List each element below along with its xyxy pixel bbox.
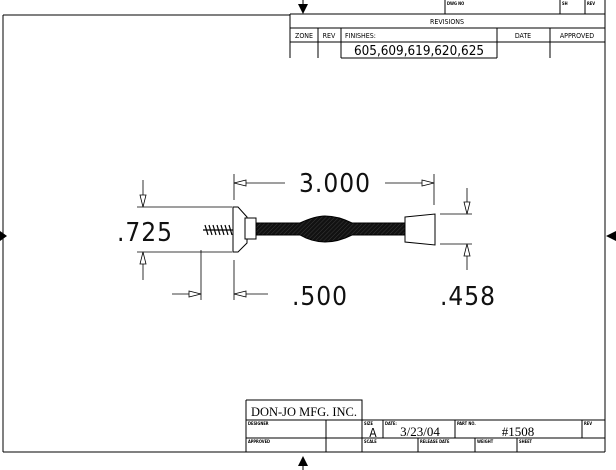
revisions-block bbox=[289, 0, 605, 59]
col-approved: APPROVED bbox=[560, 32, 594, 40]
part-no-value: #1508 bbox=[502, 424, 535, 439]
sheet-label: SH bbox=[562, 1, 568, 6]
designer-label: DESIGNER bbox=[248, 421, 269, 426]
dimension-arrows bbox=[139, 179, 471, 298]
size-label: SIZE bbox=[364, 421, 374, 426]
dimension-length: 3.000 bbox=[299, 169, 371, 199]
hex-collar bbox=[244, 217, 257, 240]
dimension-base-diameter: .725 bbox=[117, 218, 173, 248]
dwg-no-label: DWG NO bbox=[447, 1, 464, 6]
sheet-label-title: SHEET bbox=[519, 439, 533, 444]
company-name: DON-JO MFG. INC. bbox=[251, 404, 357, 419]
part-no-label: PART NO. bbox=[457, 421, 476, 426]
revisions-title: REVISIONS bbox=[430, 18, 464, 26]
rubber-tip bbox=[404, 213, 436, 246]
bottom-center-arrow-icon bbox=[298, 456, 308, 466]
door-stop-part bbox=[203, 206, 436, 253]
dimension-screw-length: .500 bbox=[292, 282, 348, 312]
scale-label: SCALE bbox=[364, 439, 377, 444]
spring-shaft bbox=[255, 215, 406, 243]
col-rev: REV bbox=[323, 32, 336, 40]
col-finishes: FINISHES: bbox=[345, 32, 376, 40]
size-value: A bbox=[369, 426, 377, 440]
base-flange bbox=[232, 206, 248, 253]
date-label: DATE: bbox=[385, 421, 397, 426]
finishes-value: 605,609,619,620,625 bbox=[354, 44, 484, 59]
sheet-border bbox=[2, 0, 606, 453]
screw bbox=[203, 224, 233, 236]
col-date: DATE bbox=[515, 32, 531, 40]
weight-label: WEIGHT bbox=[477, 439, 494, 444]
dimension-tip-diameter: .458 bbox=[440, 282, 496, 312]
right-center-arrow-icon bbox=[606, 231, 616, 241]
left-center-arrow-icon bbox=[0, 231, 7, 241]
release-date-label: RELEASE DATE bbox=[420, 439, 450, 444]
title-block bbox=[245, 399, 605, 452]
top-center-arrow-icon bbox=[298, 4, 308, 14]
approved-label: APPROVED bbox=[248, 439, 270, 444]
title-rev-label: REV bbox=[584, 421, 592, 426]
col-zone: ZONE bbox=[295, 32, 313, 40]
rev-label: REV bbox=[587, 1, 595, 6]
date-value: 3/23/04 bbox=[400, 424, 440, 439]
